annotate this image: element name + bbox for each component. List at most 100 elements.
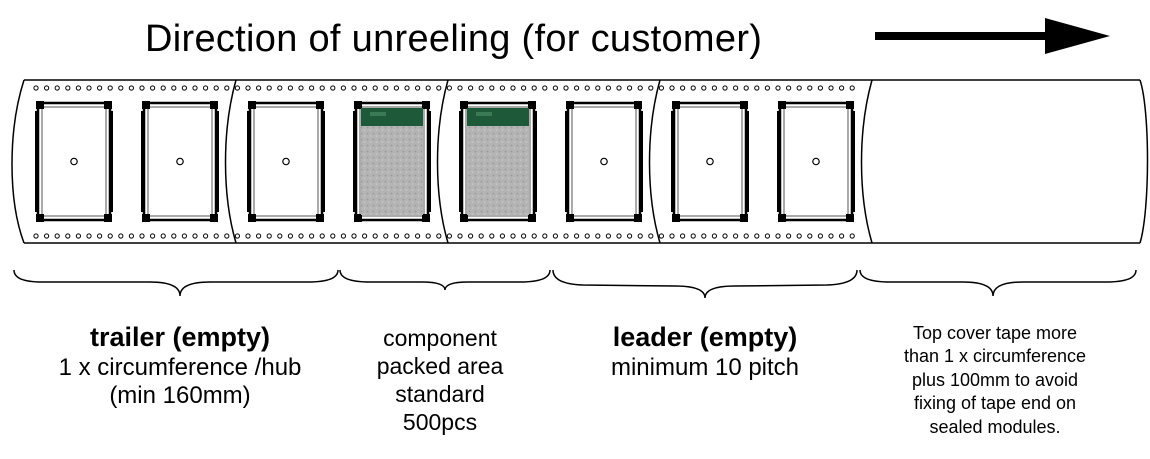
cover-line: than 1 x circumference [903,346,1087,367]
section-braces [13,269,1137,299]
sprocket-hole [139,233,145,239]
sprocket-hole [362,85,368,91]
sprocket-hole [828,85,834,91]
sprocket-hole [786,85,792,91]
leader-line: minimum 10 pitch [610,353,800,381]
sprocket-hole [563,85,569,91]
empty-pocket [565,101,643,222]
sprocket-hole [552,233,559,239]
cover-line: plus 100mm to avoid [911,369,1079,390]
sprocket-hole [542,85,548,91]
pocket-hole [176,157,184,166]
sprocket-hole [65,85,71,91]
sprocket-hole [298,85,304,91]
sprocket-hole [139,85,145,91]
sprocket-hole [192,85,198,91]
sprocket-hole [330,233,336,239]
sprocket-hole [584,85,590,91]
sprocket-hole [807,233,813,239]
sprocket-hole [574,233,580,239]
sprocket-hole [404,233,410,239]
sprocket-hole [33,233,39,239]
sprocket-hole [542,233,548,239]
sprocket-hole [330,85,336,91]
sprocket-hole [107,233,113,239]
sprocket-hole [690,233,696,239]
brace-component [339,269,551,291]
sprocket-hole [796,85,802,91]
sprocket-hole [160,233,166,239]
sprocket-hole [203,85,209,91]
sprocket-hole [213,233,219,239]
pocket-hole [600,157,608,166]
sprocket-hole [616,85,622,91]
sprocket-hole [393,233,399,239]
sprocket-hole [510,233,516,239]
sprocket-hole [468,85,474,91]
sprocket-hole [362,233,368,239]
sprocket-hole [457,233,463,239]
sprocket-hole [54,233,60,239]
sprocket-hole [775,85,781,91]
sprocket-hole [436,85,442,91]
sprocket-hole [669,85,675,91]
sprocket-hole [86,85,92,91]
sprocket-hole [234,85,240,91]
sprocket-hole [340,85,346,91]
sprocket-hole [775,233,781,239]
leader-heading: leader (empty) [612,322,798,352]
sprocket-hole [521,233,527,239]
sprocket-hole [701,85,707,91]
sprocket-hole [711,233,718,239]
sprocket-hole [404,85,410,91]
sprocket-hole [468,233,474,239]
sprocket-hole [680,85,686,91]
tape-pockets [35,101,855,222]
sprocket-hole [181,233,187,239]
brace-leader [552,269,858,299]
sprocket-hole [648,233,654,239]
sprocket-hole [658,85,665,91]
sprocket-hole [510,85,516,91]
sprocket-hole [669,233,675,239]
sprocket-hole [150,85,156,91]
sprocket-hole [733,85,739,91]
empty-pocket [247,101,325,222]
pocket-with-module [353,101,431,222]
sprocket-hole [340,233,346,239]
sprocket-hole [754,233,760,239]
sprocket-hole [796,233,802,239]
sprocket-hole [658,233,665,239]
sprocket-hole [309,233,315,239]
sprocket-hole [97,85,103,91]
sprocket-hole [680,233,686,239]
empty-pocket [35,101,113,222]
direction-arrow-icon [875,18,1110,54]
brace-cover [859,269,1137,297]
sprocket-hole [828,233,834,239]
sprocket-hole [245,233,251,239]
sprocket-hole [627,85,633,91]
sprocket-hole [234,233,240,239]
sprocket-hole [839,233,845,239]
sprocket-hole [616,233,622,239]
sprocket-hole [521,85,527,91]
sprocket-hole [107,85,113,91]
sprocket-hole [531,233,537,239]
sprocket-hole [722,233,728,239]
sprocket-hole [499,85,505,91]
sprocket-hole [764,233,771,239]
sprocket-hole [807,85,813,91]
sprocket-hole [605,233,612,239]
sprocket-hole [552,85,559,91]
sprocket-hole [171,85,177,91]
pocket-with-module [459,101,537,222]
component-line: component [383,325,497,351]
sprocket-hole [425,233,431,239]
sprocket-hole [743,85,749,91]
sprocket-hole [128,85,134,91]
sprocket-hole [319,233,325,239]
component-line: packed area [376,353,504,380]
component-label: component packed area standard 500pcs [340,324,540,436]
sprocket-hole [563,233,569,239]
